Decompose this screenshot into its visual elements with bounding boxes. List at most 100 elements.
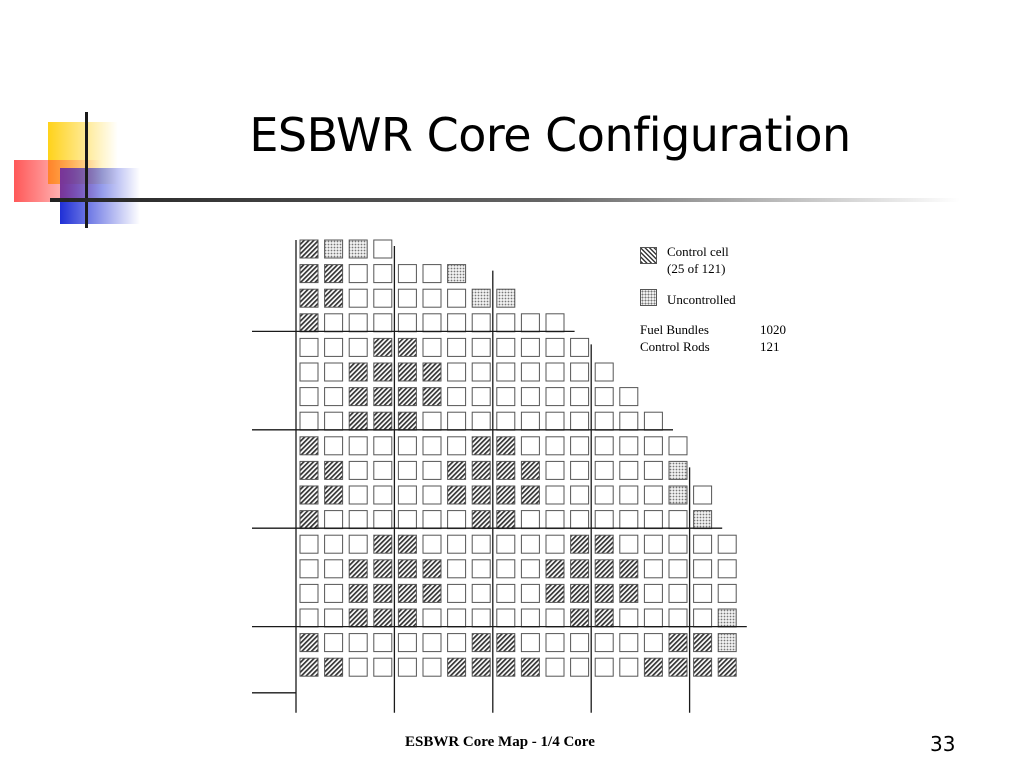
control-cell (570, 583, 590, 603)
control-cell (422, 559, 442, 579)
fuel-cell (520, 633, 540, 653)
fuel-cell (643, 583, 663, 603)
fuel-cell (447, 313, 467, 333)
control-cell (348, 387, 368, 407)
fuel-cell (324, 510, 344, 530)
fuel-cell (324, 608, 344, 628)
control-cell (545, 583, 565, 603)
fuel-cell (373, 657, 393, 677)
fuel-cell (619, 633, 639, 653)
fuel-cell (471, 411, 491, 431)
fuel-cell (545, 362, 565, 382)
fuel-cell (570, 633, 590, 653)
control-cell (397, 362, 417, 382)
control-cell (471, 657, 491, 677)
control-cell (324, 264, 344, 284)
slide-title: ESBWR Core Configuration (249, 108, 851, 162)
fuel-cell (447, 559, 467, 579)
control-cell (324, 657, 344, 677)
fuel-cell (643, 608, 663, 628)
control-cell (520, 657, 540, 677)
fuel-cell (545, 313, 565, 333)
fuel-cell (717, 559, 737, 579)
fuel-cell (693, 608, 713, 628)
control-cell (422, 583, 442, 603)
control-cell (496, 460, 516, 480)
control-cell (397, 583, 417, 603)
fuel-cell (373, 288, 393, 308)
control-cell (397, 534, 417, 554)
control-cell (373, 337, 393, 357)
fuel-cell (545, 510, 565, 530)
fuel-cell (496, 337, 516, 357)
control-cell (397, 559, 417, 579)
fuel-cell (520, 608, 540, 628)
control-cell-count: (25 of 121) (667, 261, 726, 276)
control-cell (422, 362, 442, 382)
fuel-cell (447, 436, 467, 456)
fuel-cell (447, 288, 467, 308)
control-cell (619, 583, 639, 603)
control-cell (299, 436, 319, 456)
fuel-cell (348, 485, 368, 505)
control-cell (570, 559, 590, 579)
uncontrolled-cell (496, 288, 516, 308)
fuel-cell (373, 264, 393, 284)
fuel-cell (570, 362, 590, 382)
control-cell (520, 460, 540, 480)
fuel-cell (643, 534, 663, 554)
fuel-cell (594, 633, 614, 653)
control-rods-value: 121 (760, 339, 780, 354)
control-cell (471, 485, 491, 505)
uncontrolled-cell (693, 510, 713, 530)
fuel-cell (619, 436, 639, 456)
fuel-cell (570, 460, 590, 480)
fuel-cell (299, 534, 319, 554)
control-cell (348, 608, 368, 628)
fuel-cell (422, 657, 442, 677)
fuel-cell (643, 559, 663, 579)
fuel-cell (373, 436, 393, 456)
control-cell (447, 485, 467, 505)
fuel-cell (693, 559, 713, 579)
fuel-cell (471, 534, 491, 554)
fuel-cell (471, 559, 491, 579)
fuel-cell (545, 608, 565, 628)
fuel-cell (570, 657, 590, 677)
legend: Control cell (25 of 121) Uncontrolled Fu… (640, 243, 840, 363)
control-cell (299, 264, 319, 284)
fuel-cell (643, 485, 663, 505)
fuel-cell (324, 313, 344, 333)
fuel-cell (545, 485, 565, 505)
fuel-cell (422, 411, 442, 431)
fuel-cell (324, 337, 344, 357)
fuel-cell (594, 485, 614, 505)
uncontrolled-cell (324, 239, 344, 259)
fuel-cell (496, 608, 516, 628)
fuel-cell (422, 436, 442, 456)
control-cell (668, 657, 688, 677)
fuel-cell (668, 608, 688, 628)
fuel-cell (397, 485, 417, 505)
fuel-cell (570, 436, 590, 456)
fuel-cell (545, 657, 565, 677)
control-cell (348, 411, 368, 431)
control-cell (299, 313, 319, 333)
fuel-cell (520, 387, 540, 407)
control-cell (594, 583, 614, 603)
control-cell (496, 436, 516, 456)
fuel-cell (299, 608, 319, 628)
control-cell (545, 559, 565, 579)
uncontrolled-cell (668, 460, 688, 480)
fuel-cell (643, 460, 663, 480)
fuel-cell (348, 436, 368, 456)
control-cell (397, 387, 417, 407)
control-cell (348, 559, 368, 579)
fuel-cell (545, 337, 565, 357)
fuel-cell (643, 510, 663, 530)
fuel-cell (594, 460, 614, 480)
fuel-cell (693, 534, 713, 554)
fuel-cell (545, 633, 565, 653)
fuel-cell (496, 411, 516, 431)
